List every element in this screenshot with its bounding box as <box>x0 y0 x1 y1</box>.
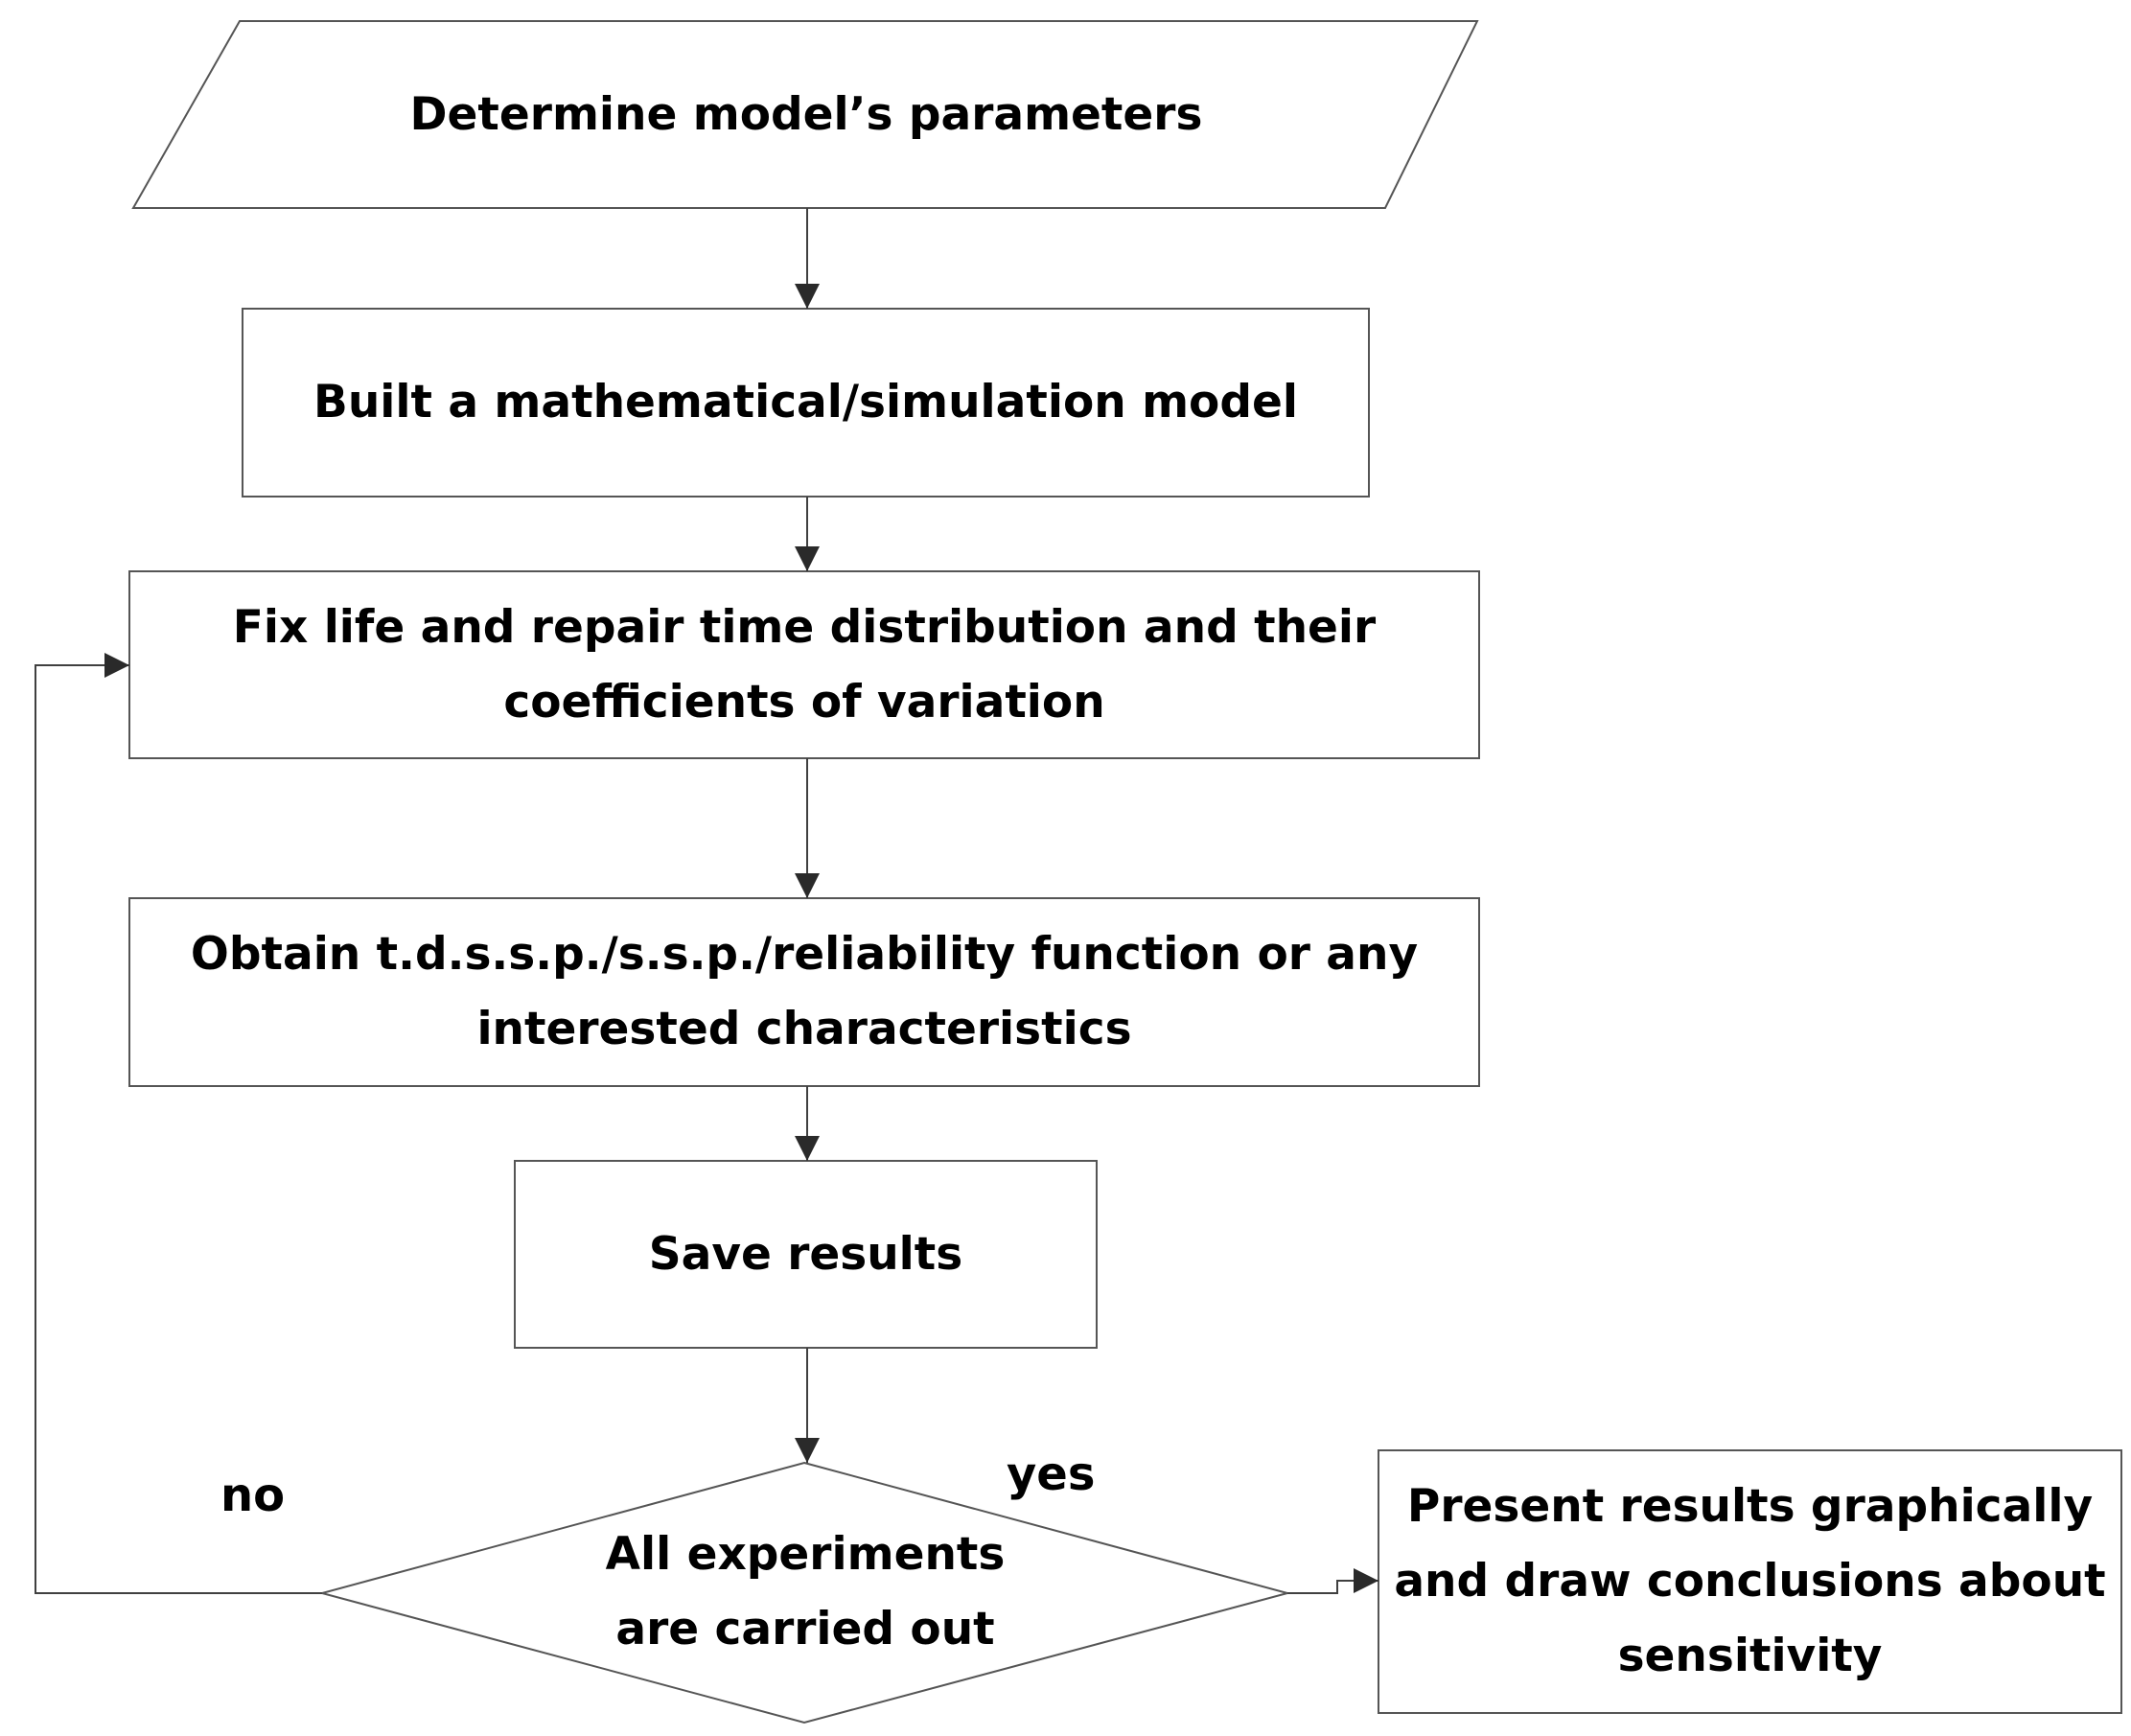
build-text: Built a mathematical/simulation model <box>313 376 1298 428</box>
obtain-text-line1: Obtain t.d.s.s.p./s.s.p./reliability fun… <box>190 928 1419 981</box>
box-obtain-characteristics <box>128 897 1480 1087</box>
label-present-results: Present results graphically and draw con… <box>1378 1450 2121 1713</box>
edge-label-no: no <box>220 1469 286 1522</box>
obtain-text-line2: interested characteristics <box>476 1003 1132 1055</box>
present-text-line1: Present results graphically <box>1406 1480 2094 1533</box>
box-build-model <box>242 308 1370 498</box>
fix-text-line2: coefficients of variation <box>503 675 1105 729</box>
decision-text-line2: are carried out <box>615 1603 995 1655</box>
diamond-all-experiments <box>318 1461 1291 1724</box>
save-text: Save results <box>648 1227 963 1281</box>
parallelogram-determine-parameters <box>131 20 1479 209</box>
label-build-model: Built a mathematical/simulation model <box>243 309 1369 497</box>
label-save-results: Save results <box>515 1161 1097 1348</box>
arrow-no-loop-back <box>35 653 322 1594</box>
determine-text: Determine model’s parameters <box>409 87 1203 141</box>
label-decision: All experiments are carried out <box>518 1517 1093 1667</box>
box-present-results <box>1378 1449 2122 1714</box>
label-determine-parameters: Determine model’s parameters <box>192 21 1421 208</box>
box-fix-distribution <box>128 570 1480 759</box>
label-fix-distribution: Fix life and repair time distribution an… <box>129 571 1479 758</box>
edge-label-yes: yes <box>1007 1447 1096 1501</box>
fix-text-line1: Fix life and repair time distribution an… <box>232 600 1377 654</box>
decision-text-line1: All experiments <box>605 1528 1006 1581</box>
arrow-yes-to-present <box>1287 1568 1378 1594</box>
box-save-results <box>514 1160 1098 1349</box>
present-text-line2: and draw conclusions about <box>1394 1555 2106 1608</box>
label-obtain-characteristics: Obtain t.d.s.s.p./s.s.p./reliability fun… <box>129 898 1479 1086</box>
present-text-line3: sensitivity <box>1617 1630 1883 1682</box>
